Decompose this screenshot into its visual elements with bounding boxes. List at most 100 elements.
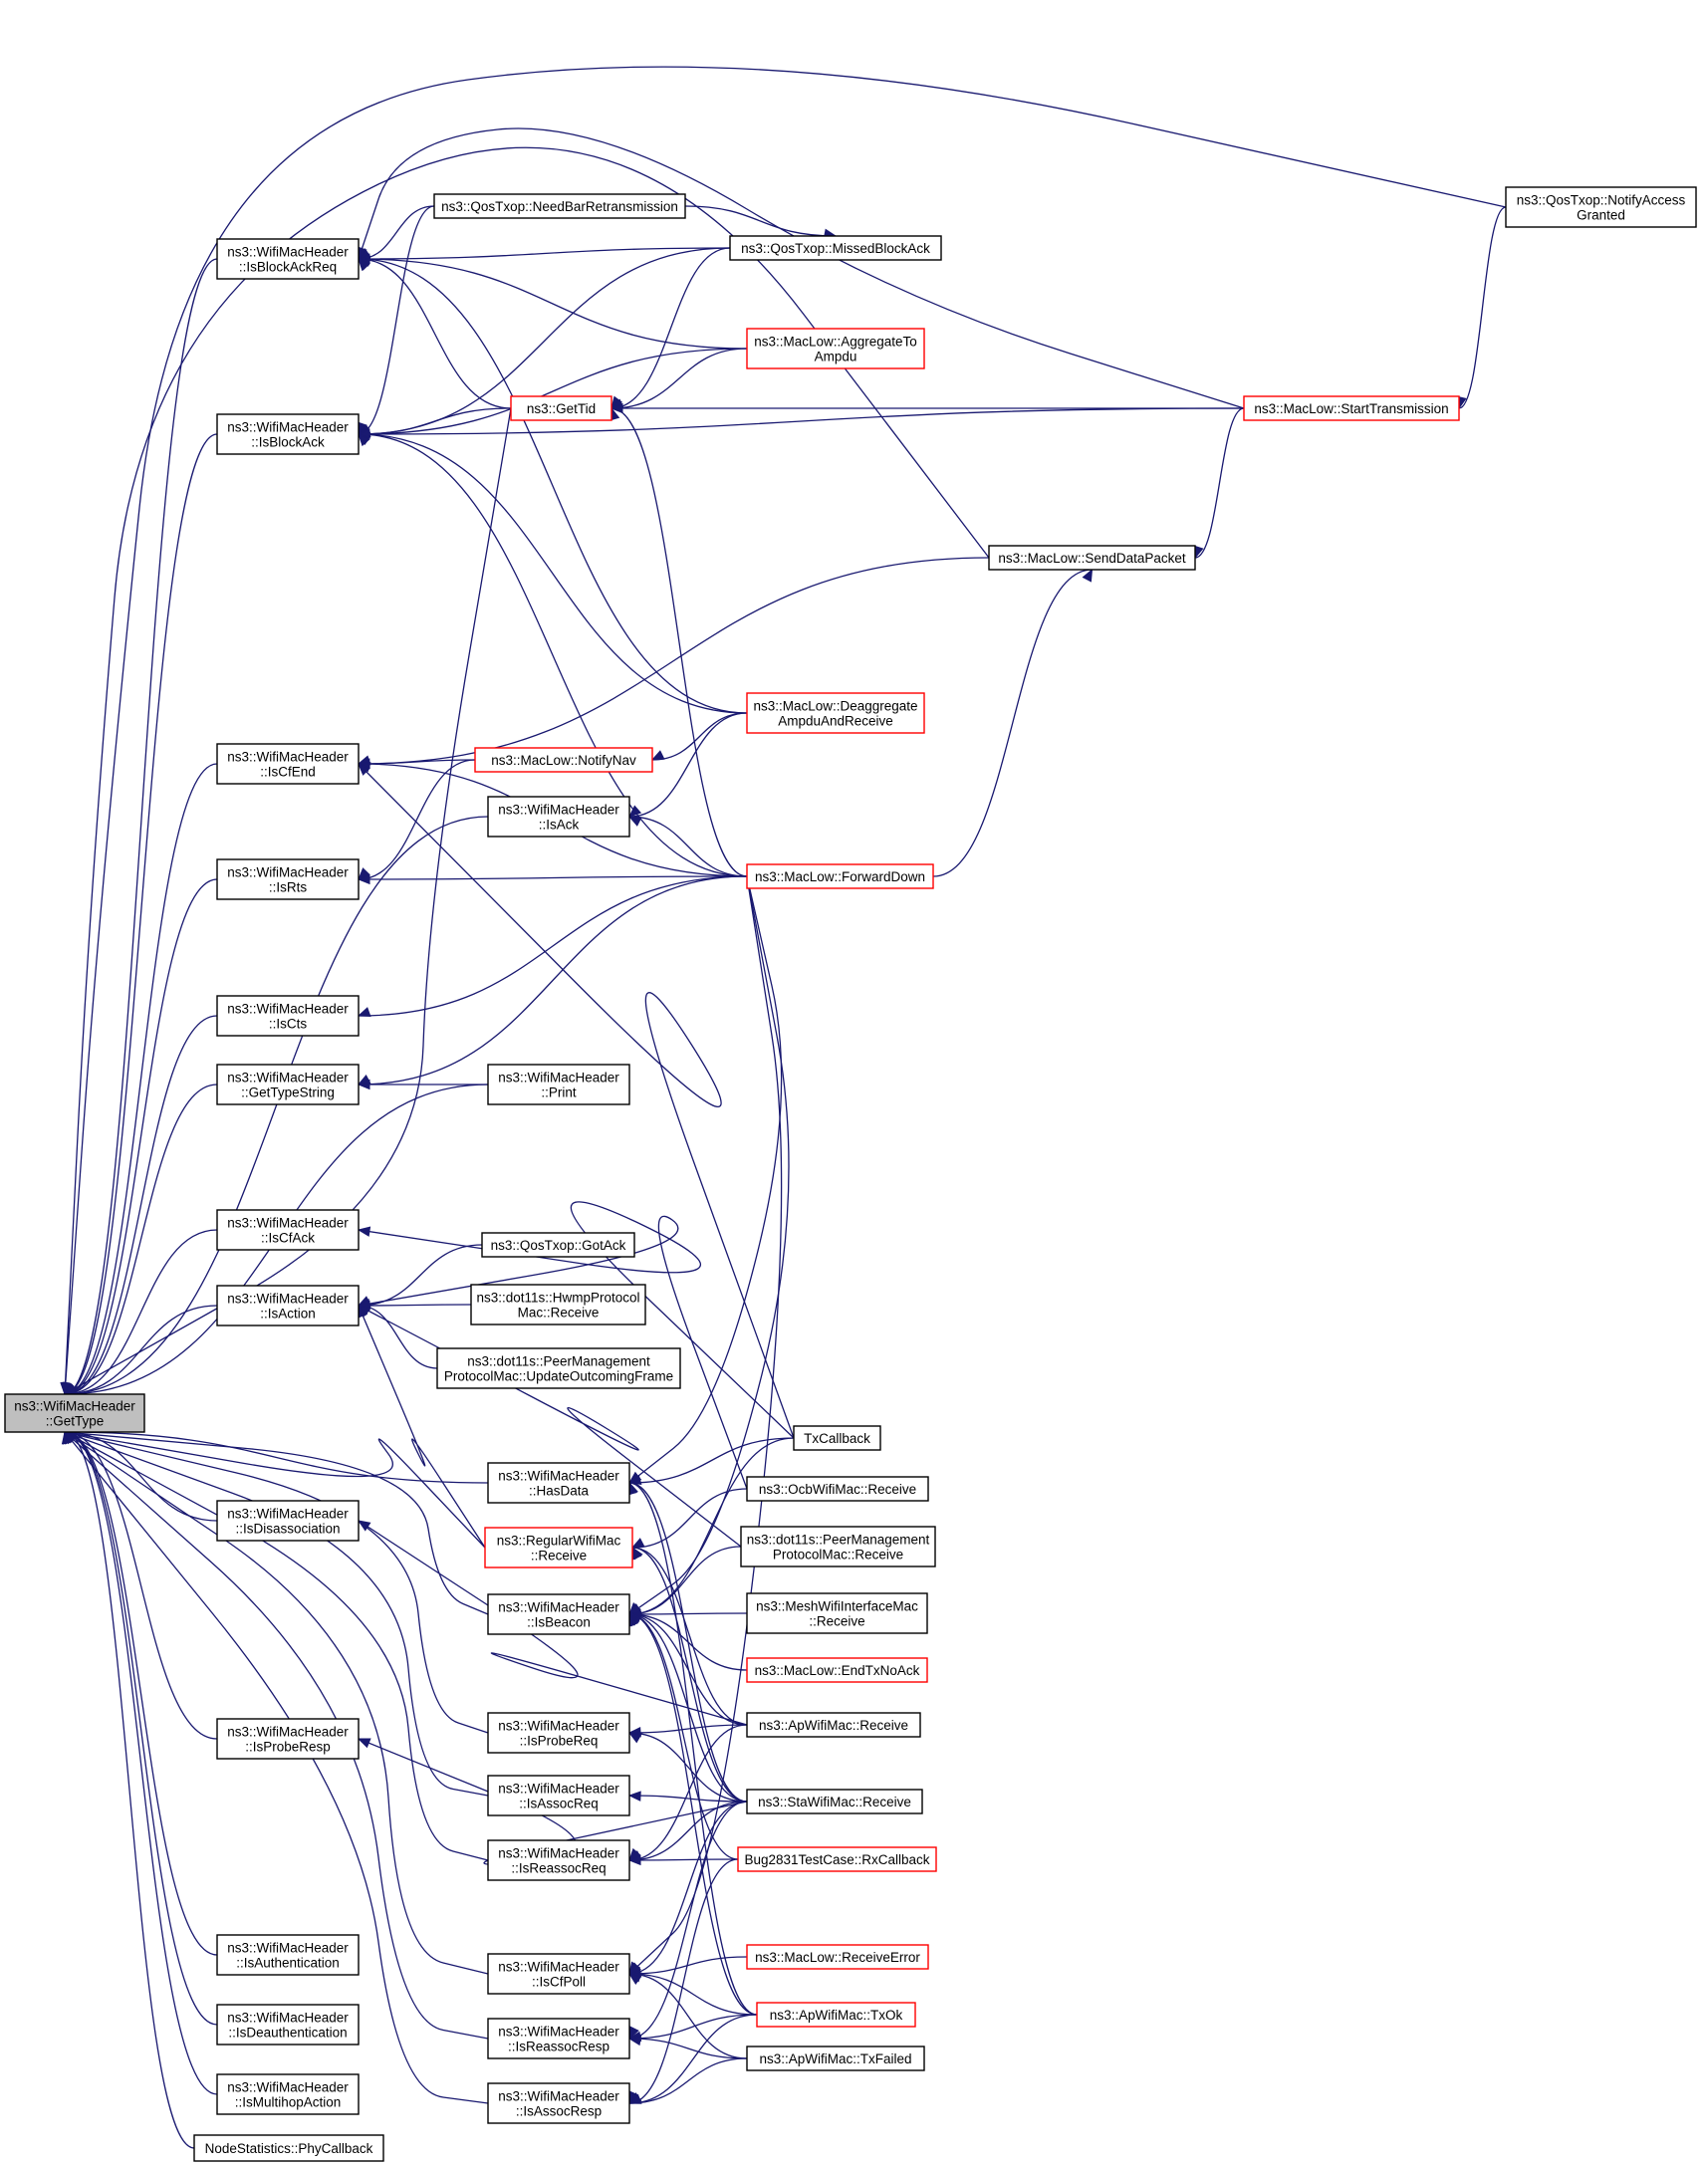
node-box[interactable] (4, 1393, 145, 1433)
node-box[interactable] (487, 1839, 630, 1881)
node-box[interactable] (216, 858, 360, 900)
node-peerReceive[interactable]: ns3::dot11s::PeerManagementProtocolMac::… (740, 1526, 936, 1567)
node-apReceive[interactable]: ns3::ApWifiMac::Receive (746, 1712, 921, 1738)
node-box[interactable] (487, 1775, 630, 1816)
node-box[interactable] (436, 1347, 681, 1389)
node-box[interactable] (216, 743, 360, 785)
node-isProbeReq[interactable]: ns3::WifiMacHeader::IsProbeReq (487, 1712, 630, 1754)
node-box[interactable] (481, 1232, 635, 1258)
node-box[interactable] (737, 1846, 937, 1872)
node-box[interactable] (487, 1462, 630, 1504)
node-staReceive[interactable]: ns3::StaWifiMac::Receive (746, 1789, 923, 1814)
node-isCts[interactable]: ns3::WifiMacHeader::IsCts (216, 995, 360, 1037)
node-box[interactable] (1505, 186, 1697, 228)
node-isCfEnd[interactable]: ns3::WifiMacHeader::IsCfEnd (216, 743, 360, 785)
node-isCfPoll[interactable]: ns3::WifiMacHeader::IsCfPoll (487, 1953, 630, 1995)
node-box[interactable] (487, 2082, 630, 2124)
node-peerUpdate[interactable]: ns3::dot11s::PeerManagementProtocolMac::… (436, 1347, 681, 1389)
node-box[interactable] (740, 1526, 936, 1567)
node-box[interactable] (216, 2073, 360, 2115)
node-box[interactable] (756, 2002, 916, 2028)
node-box[interactable] (746, 1476, 929, 1502)
node-box[interactable] (793, 1425, 881, 1451)
node-box[interactable] (216, 238, 360, 280)
node-box[interactable] (487, 1712, 630, 1754)
node-isDisassociation[interactable]: ns3::WifiMacHeader::IsDisassociation (216, 1500, 360, 1542)
node-box[interactable] (470, 1284, 646, 1325)
node-box[interactable] (746, 1592, 928, 1634)
node-missedBlockAck[interactable]: ns3::QosTxop::MissedBlockAck (729, 235, 942, 261)
node-box[interactable] (216, 1209, 360, 1251)
node-bug2831[interactable]: Bug2831TestCase::RxCallback (737, 1846, 937, 1872)
node-box[interactable] (988, 545, 1196, 571)
node-box[interactable] (487, 2018, 630, 2059)
node-meshReceive[interactable]: ns3::MeshWifiInterfaceMac::Receive (746, 1592, 928, 1634)
node-getTypeString[interactable]: ns3::WifiMacHeader::GetTypeString (216, 1064, 360, 1105)
node-box[interactable] (746, 328, 925, 369)
node-regularReceive[interactable]: ns3::RegularWifiMac::Receive (484, 1527, 633, 1568)
node-isRts[interactable]: ns3::WifiMacHeader::IsRts (216, 858, 360, 900)
node-isProbeResp[interactable]: ns3::WifiMacHeader::IsProbeResp (216, 1718, 360, 1760)
node-root[interactable]: ns3::WifiMacHeader::GetType (4, 1393, 145, 1433)
node-sendDataPacket[interactable]: ns3::MacLow::SendDataPacket (988, 545, 1196, 571)
node-box[interactable] (746, 1789, 923, 1814)
node-needBarRetrans[interactable]: ns3::QosTxop::NeedBarRetransmission (433, 193, 686, 219)
node-endTxNoAck[interactable]: ns3::MacLow::EndTxNoAck (746, 1657, 928, 1683)
node-box[interactable] (1243, 395, 1460, 421)
node-box[interactable] (510, 395, 612, 421)
node-isAssocReq[interactable]: ns3::WifiMacHeader::IsAssocReq (487, 1775, 630, 1816)
node-box[interactable] (216, 1934, 360, 1976)
node-isReassocResp[interactable]: ns3::WifiMacHeader::IsReassocResp (487, 2018, 630, 2059)
node-isReassocReq[interactable]: ns3::WifiMacHeader::IsReassocReq (487, 1839, 630, 1881)
node-box[interactable] (216, 1500, 360, 1542)
node-receiveError[interactable]: ns3::MacLow::ReceiveError (746, 1944, 929, 1970)
node-box[interactable] (487, 1953, 630, 1995)
node-box[interactable] (216, 995, 360, 1037)
node-box[interactable] (216, 1718, 360, 1760)
node-box[interactable] (729, 235, 942, 261)
node-ocbReceive[interactable]: ns3::OcbWifiMac::Receive (746, 1476, 929, 1502)
node-isCfAck[interactable]: ns3::WifiMacHeader::IsCfAck (216, 1209, 360, 1251)
node-box[interactable] (484, 1527, 633, 1568)
node-box[interactable] (746, 1657, 928, 1683)
node-hasData[interactable]: ns3::WifiMacHeader::HasData (487, 1462, 630, 1504)
node-isAction[interactable]: ns3::WifiMacHeader::IsAction (216, 1285, 360, 1326)
node-print[interactable]: ns3::WifiMacHeader::Print (487, 1064, 630, 1105)
node-isBeacon[interactable]: ns3::WifiMacHeader::IsBeacon (487, 1593, 630, 1635)
node-box[interactable] (474, 747, 653, 773)
node-box[interactable] (746, 1944, 929, 1970)
node-isBlockAckReq[interactable]: ns3::WifiMacHeader::IsBlockAckReq (216, 238, 360, 280)
node-isAuthentication[interactable]: ns3::WifiMacHeader::IsAuthentication (216, 1934, 360, 1976)
node-box[interactable] (487, 796, 630, 838)
node-box[interactable] (746, 2046, 925, 2071)
node-box[interactable] (433, 193, 686, 219)
node-isAssocResp[interactable]: ns3::WifiMacHeader::IsAssocResp (487, 2082, 630, 2124)
node-apTxOk[interactable]: ns3::ApWifiMac::TxOk (756, 2002, 916, 2028)
node-forwardDown[interactable]: ns3::MacLow::ForwardDown (746, 863, 934, 889)
node-box[interactable] (216, 413, 360, 455)
node-box[interactable] (216, 2004, 360, 2046)
node-box[interactable] (487, 1064, 630, 1105)
node-notifyNav[interactable]: ns3::MacLow::NotifyNav (474, 747, 653, 773)
node-txCallback[interactable]: TxCallback (793, 1425, 881, 1451)
node-apTxFailed[interactable]: ns3::ApWifiMac::TxFailed (746, 2046, 925, 2071)
node-box[interactable] (216, 1064, 360, 1105)
node-box[interactable] (746, 692, 925, 734)
node-isMultihopAction[interactable]: ns3::WifiMacHeader::IsMultihopAction (216, 2073, 360, 2115)
node-box[interactable] (487, 1593, 630, 1635)
node-isDeauthentication[interactable]: ns3::WifiMacHeader::IsDeauthentication (216, 2004, 360, 2046)
node-isBlockAck[interactable]: ns3::WifiMacHeader::IsBlockAck (216, 413, 360, 455)
node-box[interactable] (746, 1712, 921, 1738)
node-gotAck[interactable]: ns3::QosTxop::GotAck (481, 1232, 635, 1258)
node-isAck[interactable]: ns3::WifiMacHeader::IsAck (487, 796, 630, 838)
node-getTid[interactable]: ns3::GetTid (510, 395, 612, 421)
node-phyCallback[interactable]: NodeStatistics::PhyCallback (193, 2134, 384, 2162)
node-box[interactable] (193, 2134, 384, 2162)
node-box[interactable] (746, 863, 934, 889)
node-box[interactable] (216, 1285, 360, 1326)
node-startTransmission[interactable]: ns3::MacLow::StartTransmission (1243, 395, 1460, 421)
